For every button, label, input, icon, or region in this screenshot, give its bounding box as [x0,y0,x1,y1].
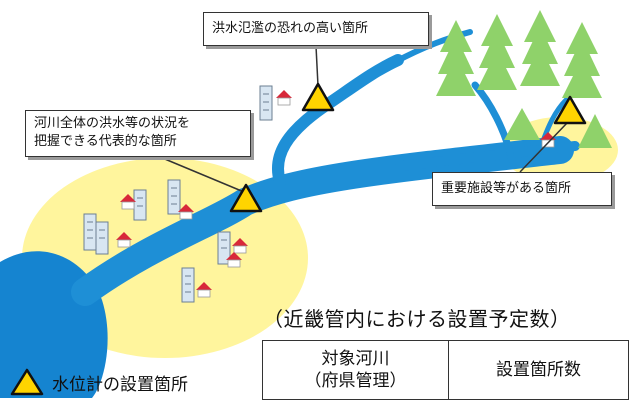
legend: 水位計の設置箇所 [10,367,188,397]
house-icon [232,238,248,254]
tree-icon [436,20,476,96]
house-icon [120,194,136,210]
callout-flood-risk: 洪水氾濫の恐れの高い箇所 [203,12,429,46]
column-header-river-line2: （府県管理） [304,371,407,391]
column-header-river: 対象河川 （府県管理） [262,340,449,400]
plan-table: 対象河川 （府県管理） 設置箇所数 [262,340,629,400]
house-icon [196,282,212,298]
callout-important-facility-text: 重要施設等がある箇所 [441,181,572,196]
tree-icon [504,108,540,140]
warning-triangle-icon [229,183,263,213]
callout-river-overall-line2: 把握できる代表的な箇所 [34,134,177,149]
warning-triangle-icon [301,82,335,112]
building-icon [167,179,181,215]
building-icon [259,85,273,121]
tree-icon [578,114,612,148]
house-icon [178,204,194,220]
callout-important-facility: 重要施設等がある箇所 [432,172,612,206]
callout-leader-facility [519,121,569,173]
tree-icon [562,22,602,98]
warning-triangle-icon [10,368,44,396]
building-icon [83,213,97,251]
column-header-river-line1: 対象河川 [321,349,390,369]
callout-river-overall: 河川全体の洪水等の状況を 把握できる代表的な箇所 [25,110,251,157]
house-icon [226,252,242,268]
building-icon [217,231,231,265]
right-branch [471,81,516,164]
building-icon [181,267,195,303]
callout-leader-flood [315,45,319,87]
tree-cluster [436,10,612,148]
table-row: 対象河川 （府県管理） 設置箇所数 [262,340,629,400]
house-icon [276,90,292,106]
building-icon [95,221,109,255]
house-icon [116,232,132,248]
upper-branch-tail [392,29,473,65]
tree-icon [477,14,517,90]
tree-icon [520,10,560,86]
plan-heading: （近畿管内における設置予定数） [263,307,571,331]
building-icon [133,189,147,221]
warning-triangle-icon [553,95,587,125]
callout-leader-river [159,156,245,193]
main-river-taper [395,141,580,171]
legend-label: 水位計の設置箇所 [52,374,188,395]
callout-flood-risk-text: 洪水氾濫の恐れの高い箇所 [212,21,369,36]
column-header-count: 設置箇所数 [448,340,629,400]
callout-river-overall-line1: 河川全体の洪水等の状況を [34,116,191,131]
